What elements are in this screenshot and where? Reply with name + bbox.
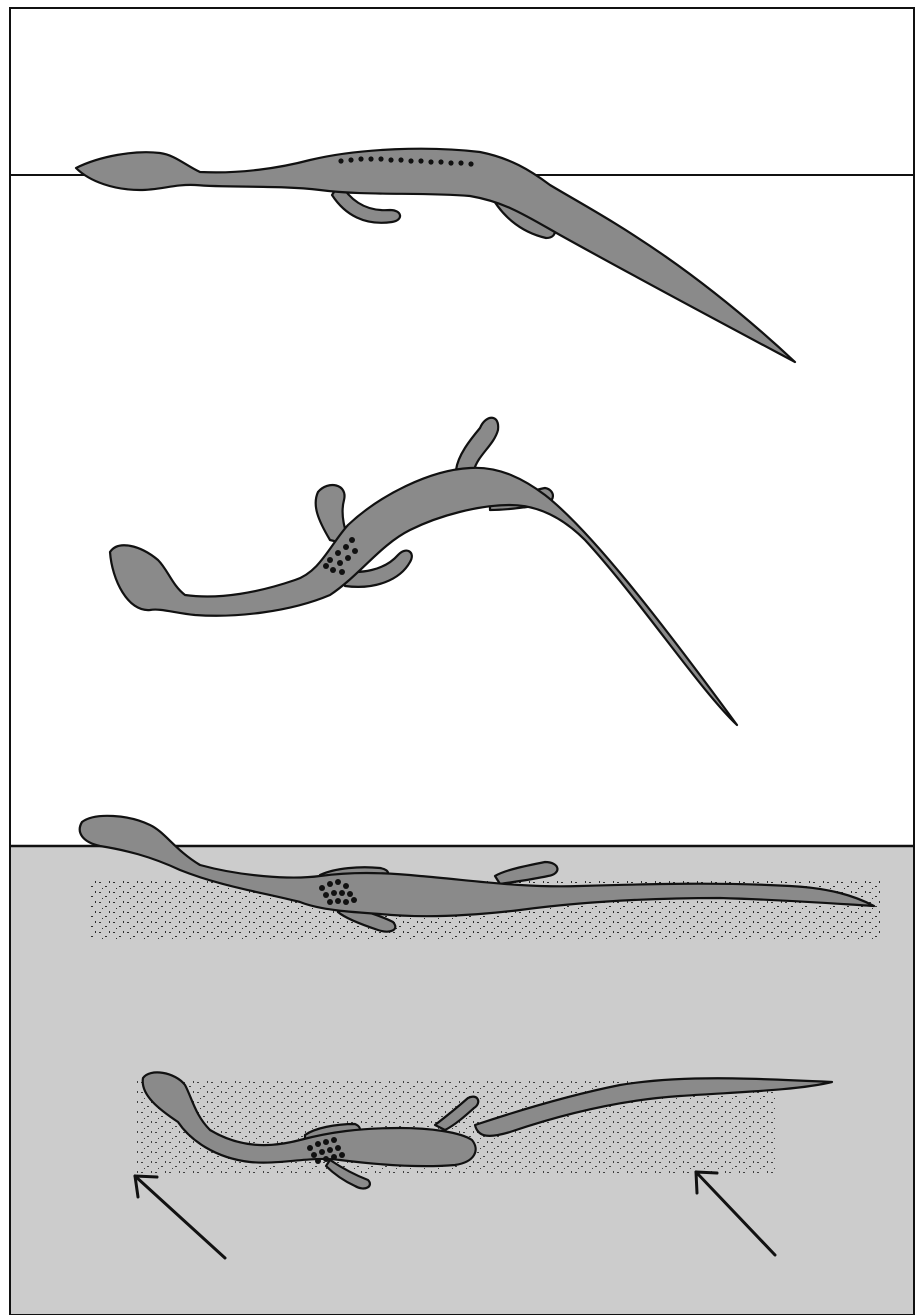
plesiosaur-buried <box>135 1072 832 1188</box>
